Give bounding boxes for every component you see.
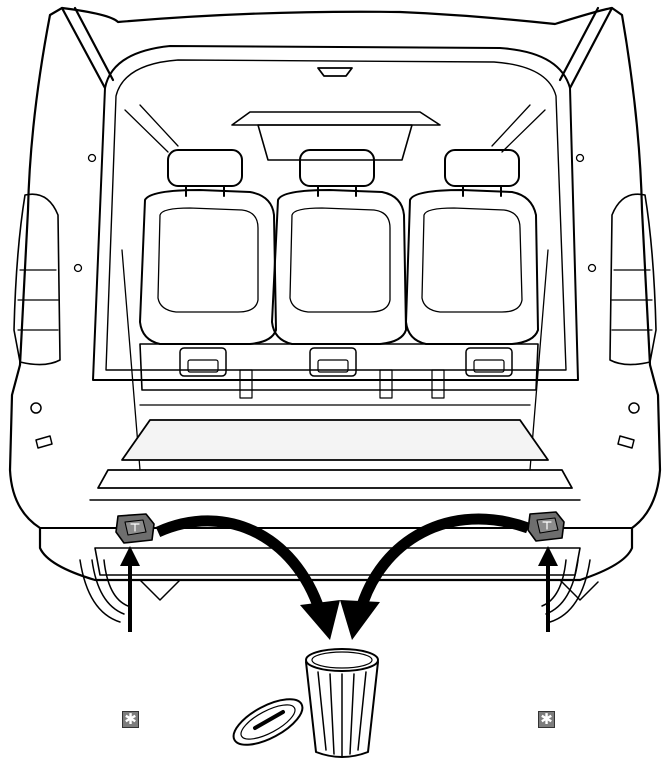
tail-light-left bbox=[13, 193, 61, 366]
straight-arrow-right-icon bbox=[538, 546, 558, 632]
seatback-left bbox=[139, 189, 277, 345]
tail-light-right bbox=[609, 193, 657, 366]
seatback-center bbox=[271, 189, 407, 345]
headrest-left bbox=[167, 149, 243, 197]
hatch-handle bbox=[317, 67, 353, 77]
trash-bin-icon bbox=[232, 648, 379, 758]
cargo-floor bbox=[97, 404, 573, 489]
side-details bbox=[30, 402, 640, 449]
straight-arrow-left-icon bbox=[120, 546, 140, 632]
asterisk-marker-right: ✱ bbox=[538, 711, 555, 728]
curved-arrow-right-icon bbox=[340, 513, 530, 640]
trash-bin-lid bbox=[232, 698, 304, 746]
asterisk-marker-left: ✱ bbox=[122, 711, 139, 728]
seatback-right bbox=[405, 189, 539, 345]
curved-arrow-left-icon bbox=[155, 515, 340, 640]
van-body bbox=[8, 6, 662, 582]
tow-hook-cap-right-icon bbox=[527, 511, 565, 542]
interior-walls bbox=[73, 104, 597, 471]
rear-seats bbox=[139, 149, 539, 399]
roof-panel bbox=[231, 111, 441, 161]
rear-wheels bbox=[79, 559, 599, 623]
tow-hook-cap-left-icon bbox=[115, 513, 155, 544]
headrest-center bbox=[299, 149, 375, 197]
